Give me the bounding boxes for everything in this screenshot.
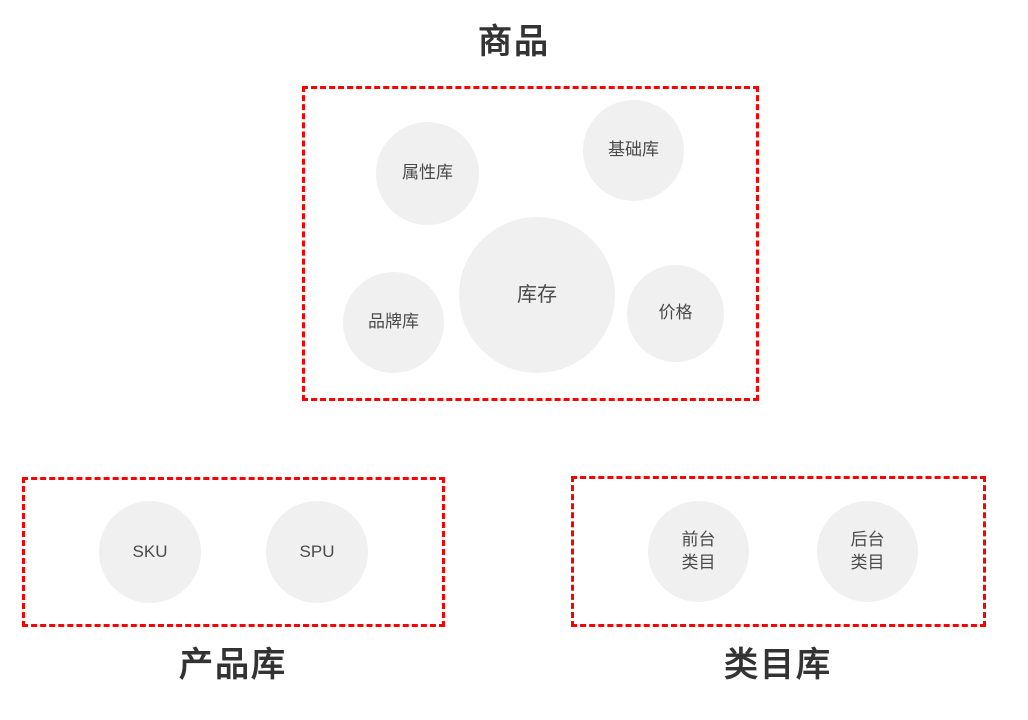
bubble-label: 价格 — [658, 303, 693, 323]
dashed-box-main — [302, 86, 759, 401]
bubble-spu[interactable]: SPU — [266, 501, 368, 603]
bubble-label: SKU — [132, 541, 168, 561]
bubble-price[interactable]: 价格 — [627, 265, 724, 362]
bubble-label: 库存 — [517, 283, 557, 306]
dashed-box-product-library — [22, 477, 445, 627]
bubble-base-library[interactable]: 基础库 — [583, 100, 684, 201]
bubble-label: SPU — [299, 541, 335, 561]
group-title-category-library: 类目库 — [724, 646, 832, 684]
group-title-product-library: 产品库 — [179, 646, 287, 684]
bubble-label: 基础库 — [608, 140, 659, 160]
bubble-inventory[interactable]: 库存 — [459, 217, 615, 373]
bubble-attribute-library[interactable]: 属性库 — [376, 122, 479, 225]
bubble-label: 后台 类目 — [850, 529, 885, 572]
dashed-box-category-library — [571, 476, 986, 627]
bubble-back-category[interactable]: 后台 类目 — [817, 501, 918, 602]
group-title-main: 商品 — [478, 23, 550, 61]
bubble-label: 品牌库 — [368, 312, 419, 332]
bubble-sku[interactable]: SKU — [99, 501, 201, 603]
bubble-brand-library[interactable]: 品牌库 — [343, 272, 444, 373]
bubble-label: 前台 类目 — [681, 529, 716, 572]
bubble-label: 属性库 — [402, 163, 453, 183]
bubble-front-category[interactable]: 前台 类目 — [648, 501, 749, 602]
